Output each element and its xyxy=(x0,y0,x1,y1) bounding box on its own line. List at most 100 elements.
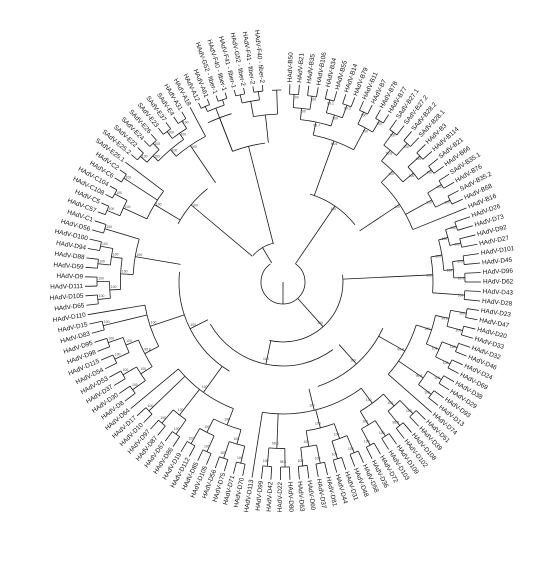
clade-stem xyxy=(427,184,442,194)
clade-stem xyxy=(152,155,159,162)
tip-branch xyxy=(388,433,397,445)
clade-stem xyxy=(154,204,181,221)
support-value: 100 xyxy=(178,408,184,412)
tip-branch xyxy=(270,466,273,480)
support-value: 99.7 xyxy=(313,123,320,127)
clade-stem xyxy=(300,108,303,120)
support-value: 100 xyxy=(424,390,430,394)
tip-branch xyxy=(197,449,204,461)
clade-stem xyxy=(135,256,181,265)
clade-stem xyxy=(374,420,386,437)
clade-stem xyxy=(166,131,173,139)
tip-branch xyxy=(409,416,419,427)
tip-branch xyxy=(438,382,450,391)
clade-stem xyxy=(435,356,451,365)
clade-arc xyxy=(175,135,206,157)
clade-arc xyxy=(178,271,230,372)
clade-stem xyxy=(398,360,424,379)
tip-branch xyxy=(451,198,463,205)
clade-stem xyxy=(346,435,355,453)
clade-stem xyxy=(331,440,338,459)
clade-arc xyxy=(298,465,308,467)
taxon-label: HAdV-D9 xyxy=(56,273,83,281)
tip-branch xyxy=(467,308,480,311)
support-value: 100 xyxy=(332,116,338,120)
support-value: 100 xyxy=(293,95,299,99)
tip-branch xyxy=(180,441,188,452)
support-value: 100 xyxy=(304,440,310,444)
tip-branch xyxy=(438,173,450,182)
tip-branch xyxy=(91,229,104,234)
taxon-label: HAdV-D28 xyxy=(482,298,513,308)
taxon-label: HAdV-D113 xyxy=(243,479,255,513)
clade-arc xyxy=(186,441,196,447)
tip-branch xyxy=(86,303,99,306)
support-value: 100 xyxy=(137,253,143,257)
tip-branch xyxy=(109,370,122,378)
tip-branch xyxy=(461,334,473,339)
clade-stem xyxy=(443,269,454,271)
taxon-label: HAdV-B21 xyxy=(296,52,305,83)
tree-branches xyxy=(85,84,481,480)
support-value: 100 xyxy=(263,357,269,361)
support-value: 100 xyxy=(180,133,186,137)
tip-branch xyxy=(252,86,255,93)
clade-stem xyxy=(125,339,139,346)
support-value: 100 xyxy=(116,191,122,195)
clade-arc xyxy=(149,139,157,147)
clade-stem xyxy=(381,149,391,162)
tip-branch xyxy=(395,428,405,439)
tip-branch xyxy=(381,438,389,450)
tip-branch xyxy=(87,248,100,251)
clade-stem xyxy=(161,409,174,424)
support-value: 100 xyxy=(154,142,160,146)
clade-stem xyxy=(445,225,457,230)
support-value: 99.9 xyxy=(458,277,465,281)
clade-stem xyxy=(387,410,401,426)
clade-stem xyxy=(140,366,153,375)
clade-arc xyxy=(375,118,384,124)
clade-stem xyxy=(441,341,458,348)
clade-stem xyxy=(297,298,324,327)
support-value: 100 xyxy=(148,404,154,408)
clade-stem xyxy=(132,380,146,391)
clade-stem xyxy=(97,263,111,266)
clade-stem xyxy=(144,346,159,354)
clade-stem xyxy=(236,429,242,445)
clade-stem xyxy=(114,193,128,201)
tip-branch xyxy=(165,122,171,130)
tip-branch xyxy=(104,362,117,370)
tip-branch xyxy=(447,367,459,374)
support-value: 100 xyxy=(426,200,432,204)
support-value: 100 xyxy=(348,447,354,451)
clade-arc xyxy=(200,104,210,109)
clade-stem xyxy=(312,121,317,136)
clade-arc xyxy=(438,239,445,271)
support-value: 98.1 xyxy=(327,101,334,105)
clade-arc xyxy=(97,259,99,269)
support-value: 100 xyxy=(434,376,440,380)
support-value: 100 xyxy=(99,294,105,298)
clade-arc xyxy=(213,418,242,431)
support-value: 100 xyxy=(237,456,243,460)
support-value: 100 xyxy=(300,109,306,113)
clade-stem xyxy=(265,340,272,365)
tip-branch xyxy=(101,202,109,207)
clade-stem xyxy=(438,237,448,241)
taxon-label: HAdV-D80 xyxy=(286,482,294,513)
support-value: 100 xyxy=(191,145,197,149)
tip-branch xyxy=(465,317,478,321)
clade-stem xyxy=(381,170,393,183)
tip-branch xyxy=(87,304,145,316)
clade-arc xyxy=(236,461,246,465)
clade-arc xyxy=(207,104,225,112)
taxon-label: HAdV-D65 xyxy=(54,302,85,313)
tip-branch xyxy=(105,194,113,199)
clade-arc xyxy=(381,182,414,230)
support-value: 100 xyxy=(442,237,448,241)
clade-arc xyxy=(357,123,373,133)
tip-branch xyxy=(181,111,187,119)
tip-branch xyxy=(297,466,300,480)
tip-branch xyxy=(157,425,166,436)
clade-stem xyxy=(100,245,113,249)
